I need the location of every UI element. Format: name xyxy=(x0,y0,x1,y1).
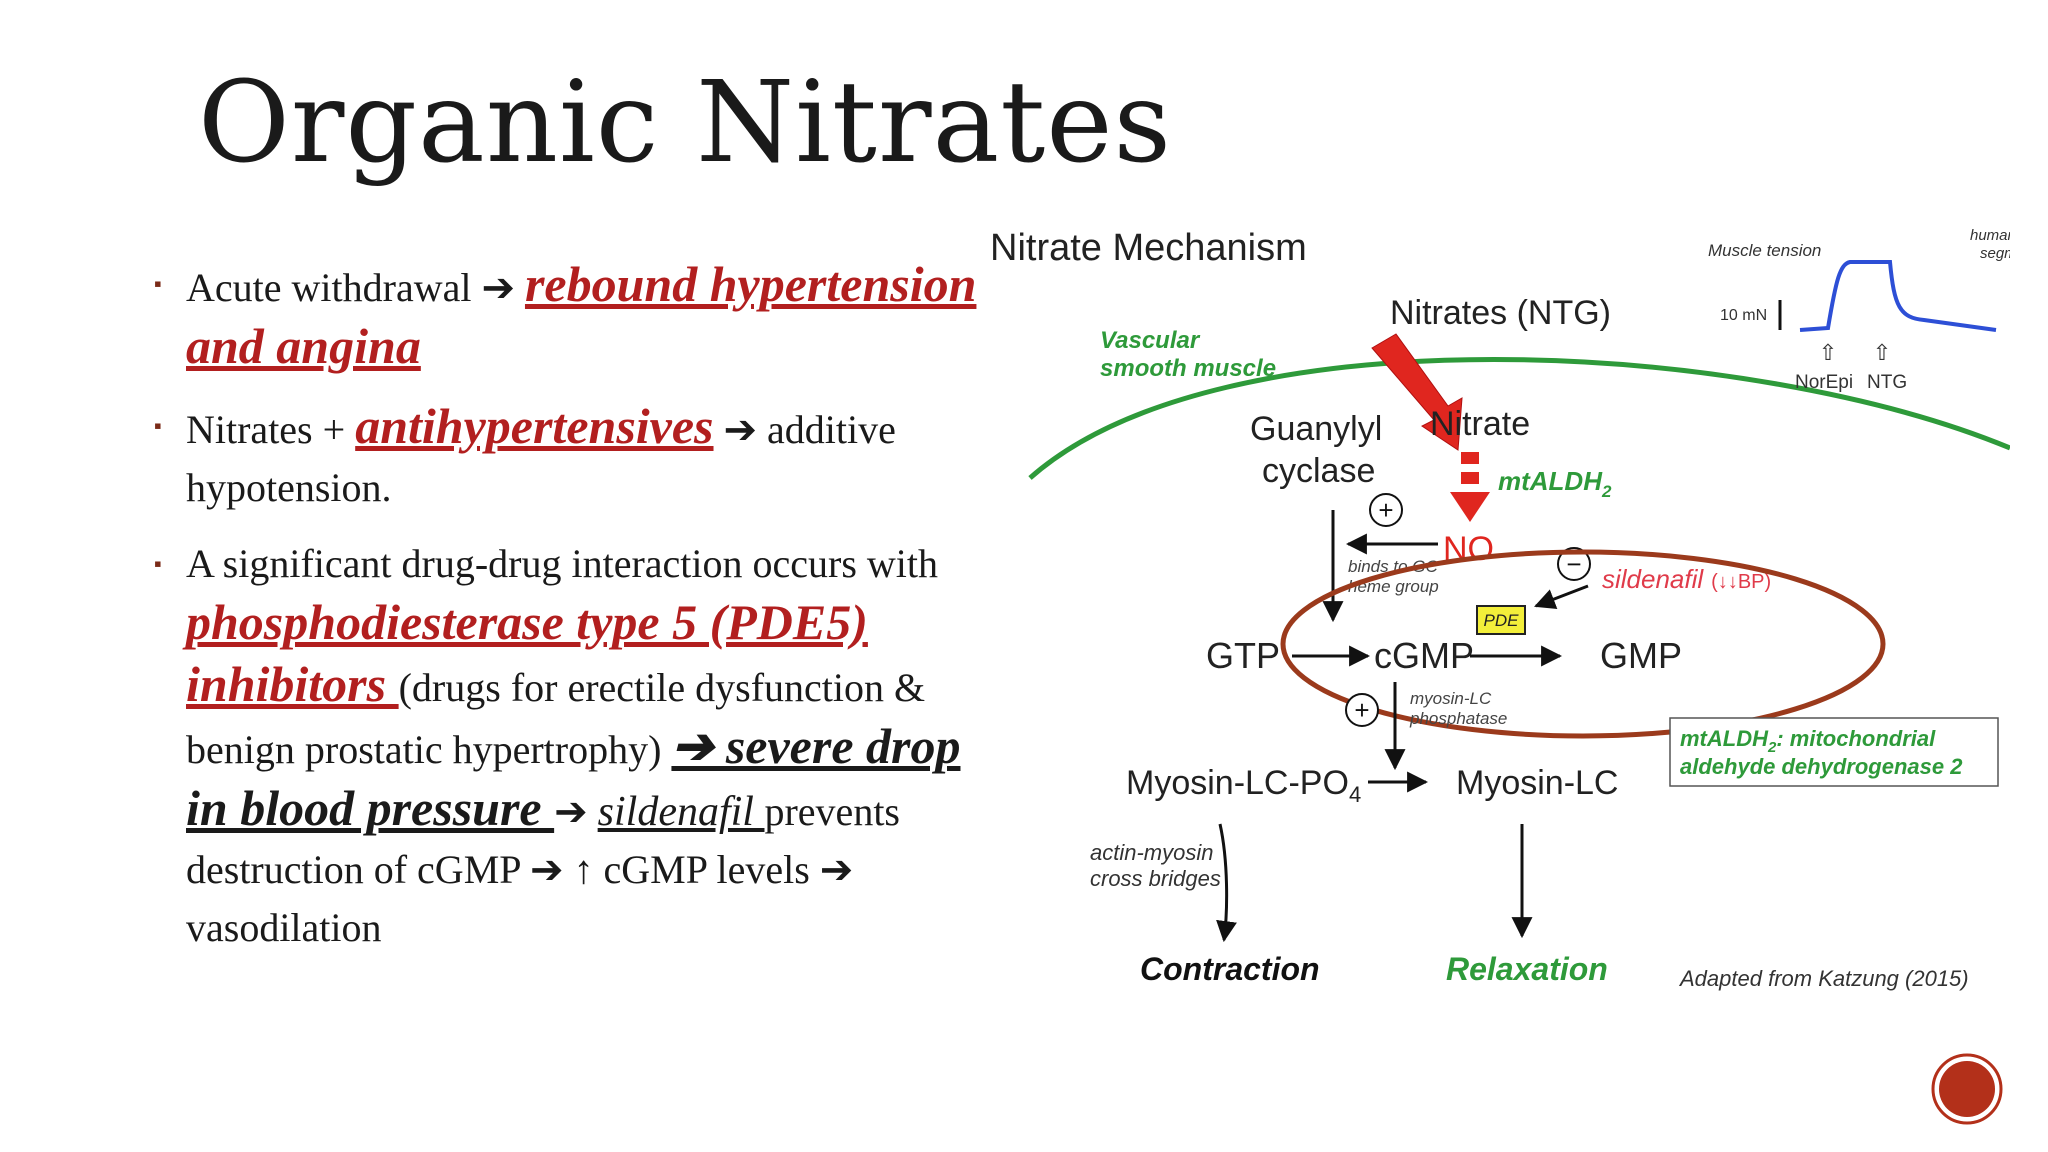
bullet-segment: ➔ xyxy=(481,265,525,310)
pde-box xyxy=(1476,605,1526,635)
gtp-label: GTP xyxy=(1206,635,1280,676)
myosin-lc-po4-label: Myosin-LC-PO4 xyxy=(1126,764,1361,807)
bullet-item: ▪ Acute withdrawal ➔ rebound hypertensio… xyxy=(150,255,980,379)
bullet-item: ▪ A significant drug-drug interaction oc… xyxy=(150,535,980,957)
mtaldh-dash xyxy=(1461,472,1479,484)
bullet-segment: Acute withdrawal xyxy=(186,265,482,310)
bullet-list: ▪ Acute withdrawal ➔ rebound hypertensio… xyxy=(150,255,980,1015)
phosphatase-label: myosin-LC xyxy=(1410,689,1492,708)
bullet-item: ▪ Nitrates + antihypertensives ➔ additiv… xyxy=(150,397,980,517)
norepi-arrow-icon: ⇧ xyxy=(1819,340,1837,365)
bullet-text: Nitrates + antihypertensives ➔ additive … xyxy=(186,398,896,510)
bullet-highlight: rebound hypertension and angina xyxy=(186,256,977,374)
bullet-marker-icon: ▪ xyxy=(154,551,162,576)
slide-number-badge xyxy=(1930,1052,2004,1126)
binds-label: binds to GC xyxy=(1348,557,1438,576)
plus-symbol: + xyxy=(1378,495,1393,525)
bullet-segment: prevents destruction of cGMP ➔ ↑ cGMP le… xyxy=(186,789,900,950)
guanylyl-cyclase-label: Guanylyl xyxy=(1250,410,1382,448)
bullet-segment: ➔ additive hypotension. xyxy=(186,407,896,510)
cell-membrane xyxy=(1028,357,2011,480)
inset-title: Muscle tension xyxy=(1708,241,1821,260)
activation-plus-icon xyxy=(1369,493,1403,527)
nitrates-ntg-label: Nitrates (NTG) xyxy=(1390,294,1611,332)
cgmp-label: cGMP xyxy=(1374,635,1474,676)
legend-text: mtALDH2: mitochondrial xyxy=(1680,726,1936,756)
binds-label: heme group xyxy=(1348,577,1439,596)
nitrate-entry-arrow-icon xyxy=(1371,333,1463,451)
phosphatase-plus-icon xyxy=(1345,693,1379,727)
inset-norepi-label: NorEpi xyxy=(1795,372,1853,393)
sildenafil-label: sildenafil(↓↓BP) xyxy=(1602,564,1771,594)
phosphatase-label: phosphatase xyxy=(1409,709,1507,728)
inset-ntg-label: NTG xyxy=(1867,372,1907,393)
cross-bridges-label: actin-myosin xyxy=(1090,840,1213,865)
plus-symbol: + xyxy=(1354,695,1369,725)
membrane-label: Vascular xyxy=(1100,327,1201,354)
minus-symbol: − xyxy=(1566,549,1581,579)
gmp-label: GMP xyxy=(1600,635,1682,676)
bullet-emphasis-secondary: sildenafil xyxy=(597,789,765,835)
mtaldh-dash xyxy=(1461,452,1479,464)
legend-box xyxy=(1669,717,1999,787)
highlight-oval xyxy=(1280,549,1886,739)
slide-title: Organic Nitrates xyxy=(198,58,1173,188)
relaxation-label: Relaxation xyxy=(1446,951,1608,987)
inset-segment-label: human vein xyxy=(1970,227,2010,244)
bullet-text: Acute withdrawal ➔ rebound hypertension … xyxy=(186,256,976,374)
bullet-marker-icon: ▪ xyxy=(154,413,162,438)
contraction-label: Contraction xyxy=(1140,951,1320,987)
myosin-lc-label: Myosin-LC xyxy=(1456,764,1618,802)
legend-text: aldehyde dehydrogenase 2 xyxy=(1680,754,1963,779)
contraction-arrow xyxy=(1216,823,1237,943)
pde-label: PDE xyxy=(1484,611,1520,630)
bullet-emphasis: ➔ severe drop in blood pressure xyxy=(186,718,961,836)
bullet-highlight: phosphodiesterase type 5 (PDE5) inhibito… xyxy=(186,594,868,712)
muscle-tension-trace xyxy=(1799,260,1997,332)
bullet-marker-icon: ▪ xyxy=(154,271,162,296)
membrane-label: smooth muscle xyxy=(1100,355,1276,382)
mtaldh-label: mtALDH2 xyxy=(1498,466,1612,501)
nitrate-label: Nitrate xyxy=(1430,405,1530,443)
diagram-title: Nitrate Mechanism xyxy=(990,227,1307,269)
bullet-segment: Nitrates + xyxy=(186,407,356,452)
credit-label: Adapted from Katzung (2015) xyxy=(1678,966,1969,991)
inset-segment-label: segment xyxy=(1980,245,2010,262)
bullet-segment: (drugs for erectile dysfunction & benign… xyxy=(186,665,926,772)
inset-scale-label: 10 mN xyxy=(1720,307,1767,324)
bullet-highlight: antihypertensives xyxy=(355,398,714,454)
bullet-text: A significant drug-drug interaction occu… xyxy=(186,541,960,950)
nitrate-mechanism-diagram: Nitrate Mechanism Vascular smooth muscle… xyxy=(970,220,2048,1020)
sildenafil-arrow xyxy=(1534,584,1589,610)
guanylyl-cyclase-label: cyclase xyxy=(1262,452,1375,490)
inhibition-minus-icon xyxy=(1557,547,1591,581)
mtaldh-arrowhead-icon xyxy=(1450,492,1490,522)
bullet-segment: ➔ xyxy=(554,789,598,834)
cross-bridges-label: cross bridges xyxy=(1090,866,1221,891)
bullet-segment: A significant drug-drug interaction occu… xyxy=(186,541,939,586)
ntg-arrow-icon: ⇧ xyxy=(1873,340,1891,365)
